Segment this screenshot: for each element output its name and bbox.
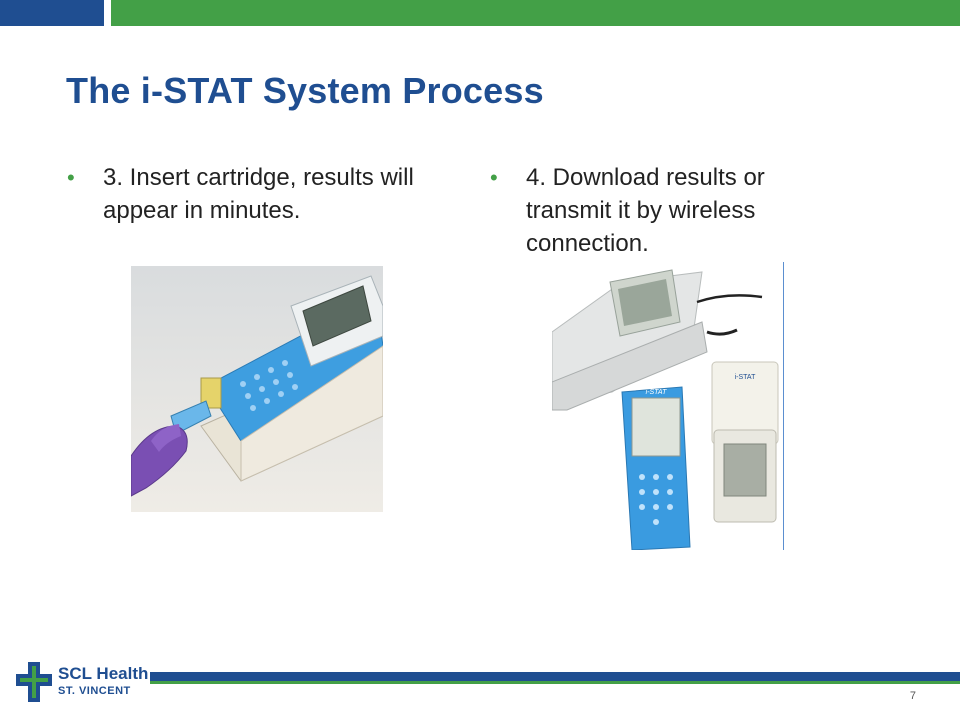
header-bar-green	[111, 0, 960, 26]
scl-health-logo: SCL Health ST. VINCENT	[14, 660, 154, 708]
footer-bar-blue	[150, 672, 960, 681]
header-bar-blue	[0, 0, 104, 26]
bullet-marker-1: •	[67, 165, 75, 190]
svg-text:i-STAT: i-STAT	[646, 389, 667, 396]
bullet-item-2: • 4. Download results or transmit it by …	[490, 161, 846, 260]
bullet-text-1: 3. Insert cartridge, results will appear…	[103, 164, 414, 224]
download-wireless-illustration: i-STAT i-STAT	[552, 262, 784, 550]
brand-subname: ST. VINCENT	[58, 685, 131, 697]
cross-logo-icon	[16, 662, 52, 702]
page-number: 7	[909, 690, 916, 702]
bullet-marker-2: •	[490, 165, 498, 190]
bullet-text-2: 4. Download results or transmit it by wi…	[526, 164, 765, 257]
download-wireless-photo: i-STAT i-STAT	[552, 262, 784, 550]
svg-text:i-STAT: i-STAT	[735, 374, 756, 381]
brand-name: SCL Health	[58, 664, 149, 683]
cartridge-insertion-photo	[131, 266, 383, 512]
cartridge-insertion-illustration	[131, 266, 383, 512]
slide-title: The i-STAT System Process	[66, 70, 544, 111]
bullet-item-1: • 3. Insert cartridge, results will appe…	[67, 161, 443, 227]
footer-bar-green	[150, 681, 960, 684]
photo-border	[783, 262, 784, 550]
